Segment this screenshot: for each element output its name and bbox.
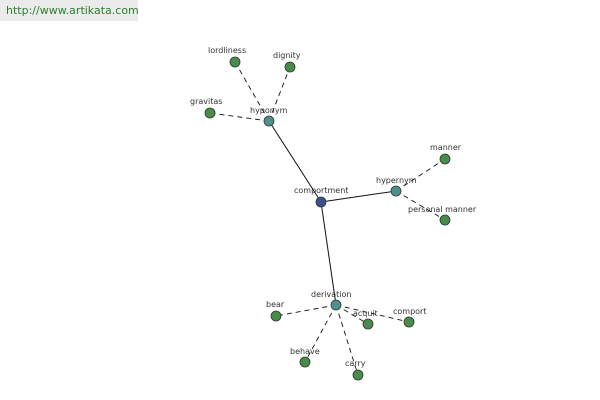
node-dot-personal-manner[interactable] [439, 214, 451, 226]
edge-hyponym-lordliness [234, 61, 270, 122]
edge-hypernym-manner [395, 158, 446, 192]
edge-comportment-hypernym [320, 190, 397, 203]
node-label-behave[interactable]: behave [290, 347, 320, 356]
node-label-lordliness[interactable]: lordliness [208, 46, 246, 55]
node-bear[interactable]: bear [266, 300, 285, 322]
node-label-personal-manner[interactable]: personal manner [408, 205, 477, 214]
graph-nodes: comportment lordliness dignity gravitas hypo… [190, 46, 477, 381]
node-comport[interactable]: comport [393, 307, 426, 328]
node-lordliness[interactable]: lordliness [208, 46, 246, 68]
node-label-hypernym[interactable]: hypernym [376, 176, 417, 185]
site-url-link[interactable]: http://www.artikata.com [6, 4, 139, 17]
node-label-gravitas[interactable]: gravitas [190, 97, 222, 106]
node-dot-dignity[interactable] [284, 61, 296, 73]
node-dot-hypernym[interactable] [390, 185, 402, 197]
node-hypernym[interactable]: hypernym [376, 176, 417, 197]
edge-derivation-comport [335, 304, 410, 323]
node-comportment[interactable]: comportment [294, 186, 348, 208]
node-derivation[interactable]: derivation [311, 290, 351, 311]
node-dot-manner[interactable] [439, 153, 451, 165]
node-personal-manner[interactable]: personal manner [408, 205, 477, 226]
node-dot-behave[interactable] [299, 356, 311, 368]
node-dot-lordliness[interactable] [229, 56, 241, 68]
node-dot-comportment[interactable] [315, 196, 327, 208]
edge-derivation-bear [275, 304, 337, 317]
node-carry[interactable]: carry [345, 359, 366, 381]
edge-hyponym-dignity [268, 66, 291, 122]
node-dot-carry[interactable] [352, 369, 364, 381]
edge-derivation-behave [304, 304, 337, 363]
node-manner[interactable]: manner [430, 143, 462, 165]
node-label-acquit[interactable]: acquit [353, 309, 378, 318]
node-dignity[interactable]: dignity [273, 51, 301, 73]
node-hyponym[interactable]: hyponym [250, 106, 288, 127]
node-label-derivation[interactable]: derivation [311, 290, 351, 299]
edge-derivation-carry [335, 304, 359, 376]
graph-edges [209, 61, 446, 376]
edge-hyponym-gravitas [209, 112, 270, 122]
node-gravitas[interactable]: gravitas [190, 97, 222, 119]
node-dot-hyponym[interactable] [263, 115, 275, 127]
node-behave[interactable]: behave [290, 347, 320, 368]
node-label-manner[interactable]: manner [430, 143, 462, 152]
edge-derivation-acquit [335, 304, 369, 325]
node-dot-gravitas[interactable] [204, 107, 216, 119]
node-label-carry[interactable]: carry [345, 359, 366, 368]
edge-comportment-derivation [320, 201, 337, 306]
edge-comportment-hyponym [268, 120, 322, 203]
edge-hypernym-personal-manner [395, 190, 446, 221]
node-label-comport[interactable]: comport [393, 307, 426, 316]
site-banner: http://www.artikata.com [0, 0, 139, 21]
node-dot-acquit[interactable] [362, 318, 374, 330]
node-label-comportment[interactable]: comportment [294, 186, 348, 195]
node-dot-derivation[interactable] [330, 299, 342, 311]
node-label-dignity[interactable]: dignity [273, 51, 301, 60]
node-acquit[interactable]: acquit [353, 309, 378, 330]
node-dot-comport[interactable] [403, 316, 415, 328]
node-label-bear[interactable]: bear [266, 300, 285, 309]
node-label-hyponym[interactable]: hyponym [250, 106, 288, 115]
node-dot-bear[interactable] [270, 310, 282, 322]
